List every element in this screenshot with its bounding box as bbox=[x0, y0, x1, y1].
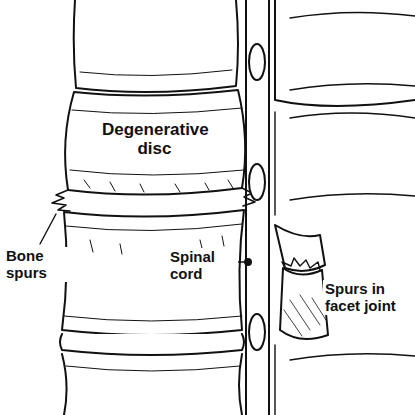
disc-label: Degenerative disc bbox=[100, 120, 209, 159]
facet-label: Spurs in facet joint bbox=[323, 280, 411, 315]
cord-label: Spinal cord bbox=[168, 248, 238, 283]
spur-label: Bone spurs bbox=[4, 247, 68, 282]
